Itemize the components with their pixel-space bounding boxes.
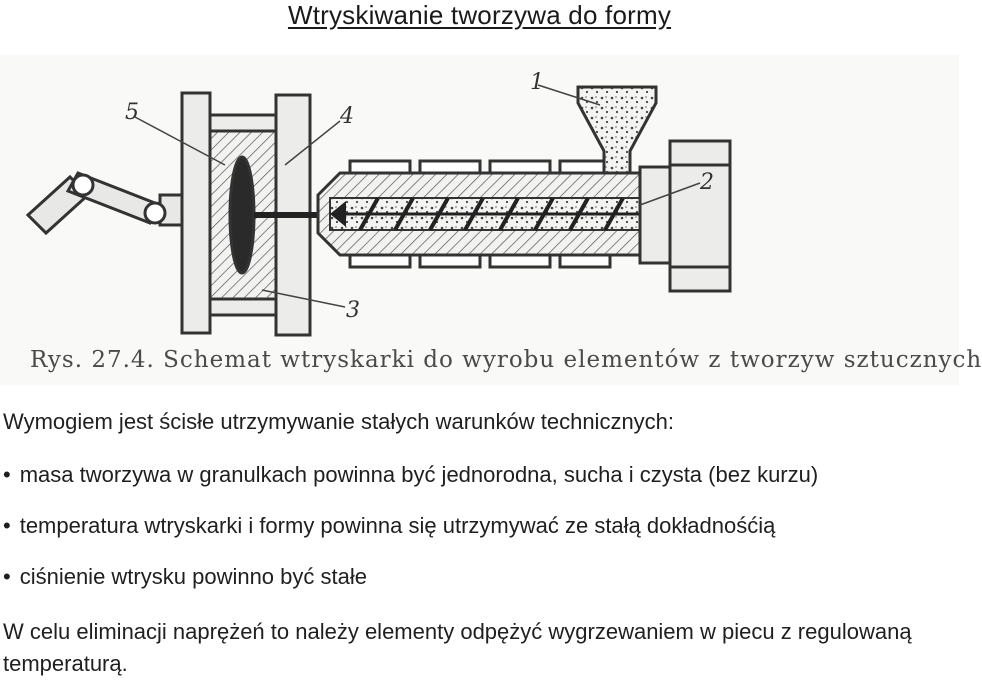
bullet-item: temperatura wtryskarki i formy powinna s… xyxy=(3,513,776,539)
intro-text: Wymogiem jest ścisłe utrzymywanie stałyc… xyxy=(3,409,675,434)
closing-paragraph: W celu eliminacji naprężeń to należy ele… xyxy=(3,619,912,676)
label-5: 5 xyxy=(125,100,139,125)
toggle-linkage xyxy=(25,171,184,236)
hopper xyxy=(576,85,658,175)
mold-cavity xyxy=(228,155,256,275)
bullet-text: ciśnienie wtrysku powinno być stałe xyxy=(19,564,367,589)
bullet-item: ciśnienie wtrysku powinno być stałe xyxy=(3,564,367,590)
label-3: 3 xyxy=(346,298,360,323)
leader-lines xyxy=(134,84,701,308)
label-2: 2 xyxy=(699,170,714,195)
screw xyxy=(329,197,641,231)
injection-molding-machine-diagram: 5 4 1 2 3 xyxy=(0,55,959,385)
label-1: 1 xyxy=(530,70,544,95)
figure-caption: Rys. 27.4. Schemat wtryskarki do wyrobu … xyxy=(30,347,982,373)
moving-platen xyxy=(180,91,212,335)
bullet-text: masa tworzywa w granulkach powinna być j… xyxy=(19,462,819,487)
label-4: 4 xyxy=(339,104,354,129)
drive-housing xyxy=(638,139,732,293)
bullet-item: masa tworzywa w granulkach powinna być j… xyxy=(3,462,819,488)
bullet-text: temperatura wtryskarki i formy powinna s… xyxy=(19,513,776,538)
diagram-svg: 5 4 1 2 3 xyxy=(25,70,732,337)
page-title: Wtryskiwanie tworzywa do formy xyxy=(287,0,672,30)
